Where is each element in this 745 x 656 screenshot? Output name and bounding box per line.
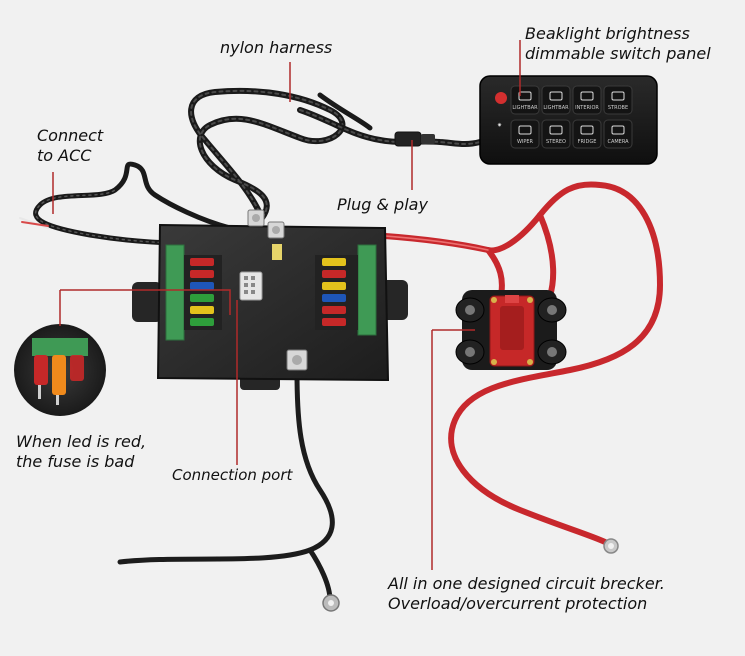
power-button-icon[interactable]	[495, 92, 507, 104]
switch-button[interactable]: CAMERA	[603, 119, 633, 149]
nylon-harness	[188, 87, 483, 221]
fridge-icon	[580, 125, 594, 135]
switch-button[interactable]: FRIDGE	[572, 119, 602, 149]
switch-button-label: INTERIOR	[575, 105, 599, 111]
fuses-right	[322, 258, 346, 326]
lightbar2-icon	[549, 91, 563, 101]
strobe-icon	[611, 91, 625, 101]
relay-box	[132, 209, 408, 390]
switch-button-label: WIPER	[517, 139, 534, 145]
switch-button[interactable]: STEREO	[541, 119, 571, 149]
connection-port	[239, 271, 263, 301]
switch-button-label: LIGHTBAR	[512, 105, 538, 111]
label-switch-panel-line1: Beaklight brightness	[525, 24, 690, 43]
callout-lines	[52, 40, 521, 570]
ground-wire	[117, 369, 340, 612]
label-plug-play: Plug & play	[337, 195, 428, 214]
circuit-breaker	[455, 290, 567, 370]
fuses-left	[190, 258, 214, 326]
sun-icon: ✷	[497, 122, 502, 129]
switch-button[interactable]: INTERIOR	[572, 85, 602, 115]
label-connect-acc-line2: to ACC	[37, 146, 92, 165]
label-switch-panel: Beaklight brightness dimmable switch pan…	[525, 24, 711, 64]
ground-stud	[286, 349, 308, 371]
label-connect-acc-line1: Connect	[37, 126, 104, 145]
wiper-icon	[518, 125, 532, 135]
label-switch-panel-line2: dimmable switch panel	[525, 44, 711, 63]
interior-icon	[580, 91, 594, 101]
stereo-icon	[549, 125, 563, 135]
left-terminal-block	[165, 244, 222, 341]
label-nylon-harness: nylon harness	[220, 38, 333, 57]
power-studs	[247, 209, 285, 260]
switch-button[interactable]: WIPER	[510, 119, 540, 149]
switch-button-label: LIGHTBAR	[543, 105, 569, 111]
label-connect-acc: Connect to ACC	[37, 126, 103, 166]
switch-button[interactable]: STROBE	[603, 85, 633, 115]
label-connection-port: Connection port	[172, 466, 293, 484]
camera-icon	[611, 125, 625, 135]
switch-button-label: CAMERA	[607, 139, 629, 145]
switch-button[interactable]: LIGHTBAR	[510, 85, 540, 115]
lightbar-icon	[518, 91, 532, 101]
switch-button-label: STEREO	[546, 139, 566, 145]
switch-panel: ✷ LIGHTBAR LIGHTBAR INTERIOR STROBE WIPER STE…	[479, 75, 658, 165]
label-circuit-breaker: All in one designed circuit brecker. Ove…	[388, 574, 665, 614]
label-led-red-line2: the fuse is bad	[16, 452, 135, 471]
right-terminal-block	[315, 244, 377, 336]
switch-button[interactable]: LIGHTBAR	[541, 85, 571, 115]
fuse-zoom-inset	[14, 324, 106, 416]
label-circuit-breaker-line1: All in one designed circuit brecker.	[388, 574, 665, 593]
switch-button-label: STROBE	[608, 105, 628, 111]
label-led-red-line1: When led is red,	[16, 432, 147, 451]
switch-button-label: FRIDGE	[578, 139, 597, 145]
label-led-red: When led is red, the fuse is bad	[16, 432, 146, 472]
label-circuit-breaker-line2: Overload/overcurrent protection	[388, 594, 648, 613]
